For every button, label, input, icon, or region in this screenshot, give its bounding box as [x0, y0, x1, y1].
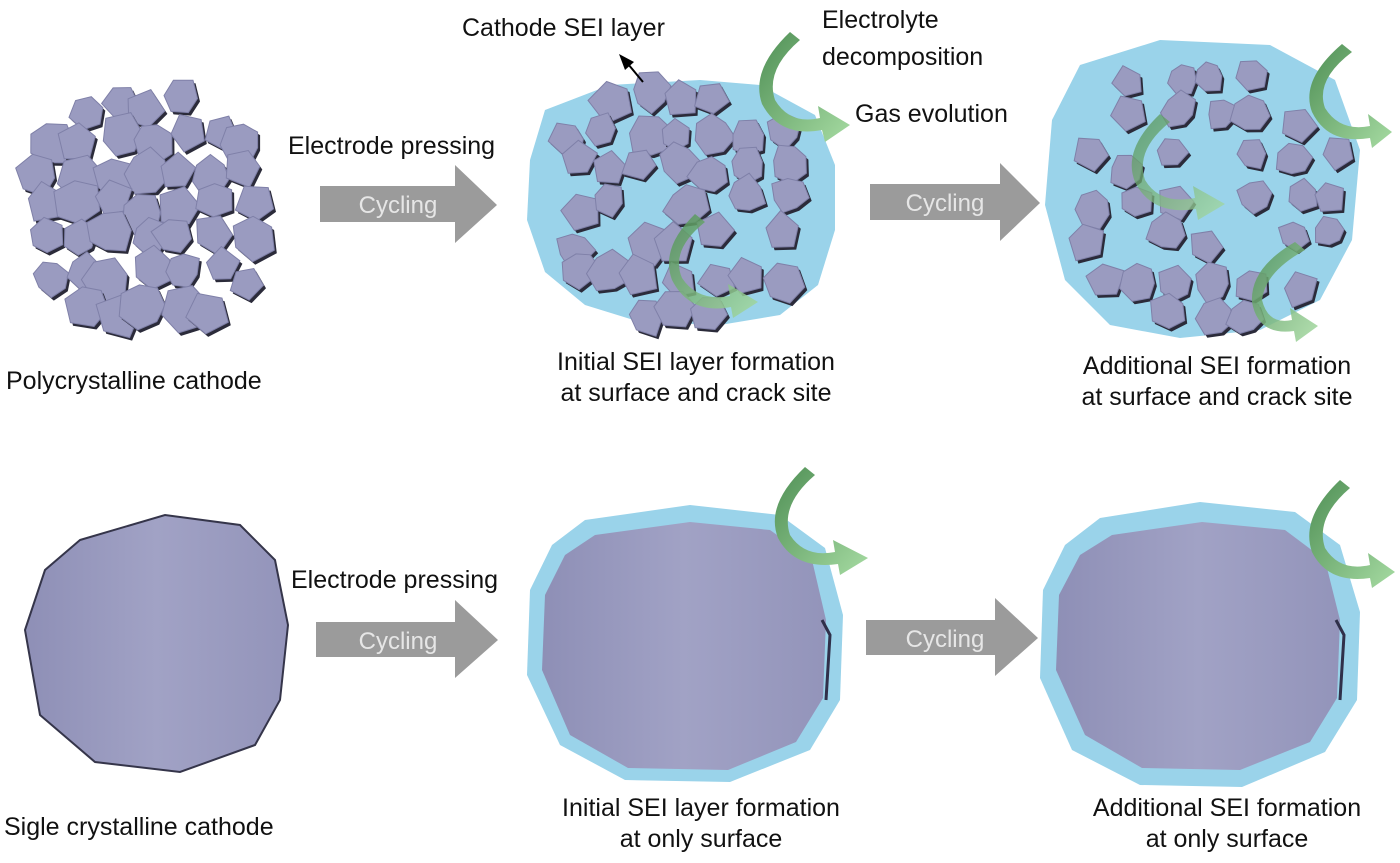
cycling-arrow-top-2-label: Cycling: [906, 190, 985, 217]
poly-additional-sei-caption-line1: Additional SEI formation: [1082, 352, 1352, 380]
single-additional-sei-caption: Additional SEI formation at only surface: [1072, 793, 1382, 855]
electrolyte-decomposition-arrows-bottom: [774, 467, 1395, 588]
gas-evolution-label: Gas evolution: [855, 100, 1008, 128]
sei-pointer-arrow: [619, 54, 644, 83]
single-crystalline-caption: Sigle crystalline cathode: [4, 813, 274, 841]
cycling-arrow-top-1-label: Cycling: [359, 192, 438, 219]
single-initial-sei-caption: Initial SEI layer formation at only surf…: [541, 793, 861, 855]
single-crystalline-cathode-particle: [23, 513, 290, 774]
cycling-arrow-bottom-2: Cycling: [866, 598, 1038, 676]
single-additional-sei-caption-line1: Additional SEI formation: [1092, 794, 1362, 822]
poly-initial-sei-particle: [527, 71, 835, 340]
polycrystalline-cathode-particle: [15, 79, 277, 341]
poly-initial-sei-caption-line1: Initial SEI layer formation: [557, 348, 835, 376]
cycling-arrow-top-2: Cycling: [870, 163, 1040, 241]
electrolyte-decomposition-line2: decomposition: [822, 43, 984, 71]
cycling-arrow-bottom-1-label: Cycling: [359, 628, 438, 655]
polycrystalline-caption: Polycrystalline cathode: [6, 367, 262, 395]
poly-additional-sei-caption: Additional SEI formation at surface and …: [1062, 351, 1372, 413]
single-additional-sei-caption-line2: at only surface: [1145, 825, 1309, 853]
single-initial-sei-caption-line2: at only surface: [619, 825, 783, 853]
cathode-sei-layer-label: Cathode SEI layer: [462, 14, 665, 42]
poly-initial-sei-caption-line2: at surface and crack site: [560, 379, 832, 407]
single-additional-sei-particle: [1040, 502, 1360, 787]
poly-initial-sei-caption: Initial SEI layer formation at surface a…: [541, 347, 851, 409]
electrode-pressing-bottom-label: Electrode pressing: [291, 566, 499, 594]
poly-additional-sei-caption-line2: at surface and crack site: [1081, 383, 1353, 411]
cycling-arrow-bottom-2-label: Cycling: [906, 626, 985, 653]
cycling-arrow-bottom-1: Cycling: [316, 600, 498, 678]
electrode-pressing-top-label: Electrode pressing: [288, 132, 496, 160]
electrolyte-decomposition-label: Electrolyte decomposition: [822, 5, 983, 72]
electrolyte-decomposition-arrows-top: [668, 32, 1392, 342]
poly-additional-sei-particle: [1045, 40, 1360, 338]
single-initial-sei-caption-line1: Initial SEI layer formation: [562, 794, 840, 822]
cycling-arrow-top-1: Cycling: [320, 165, 497, 243]
electrolyte-decomposition-line1: Electrolyte: [822, 6, 939, 34]
single-initial-sei-particle: [527, 505, 843, 782]
